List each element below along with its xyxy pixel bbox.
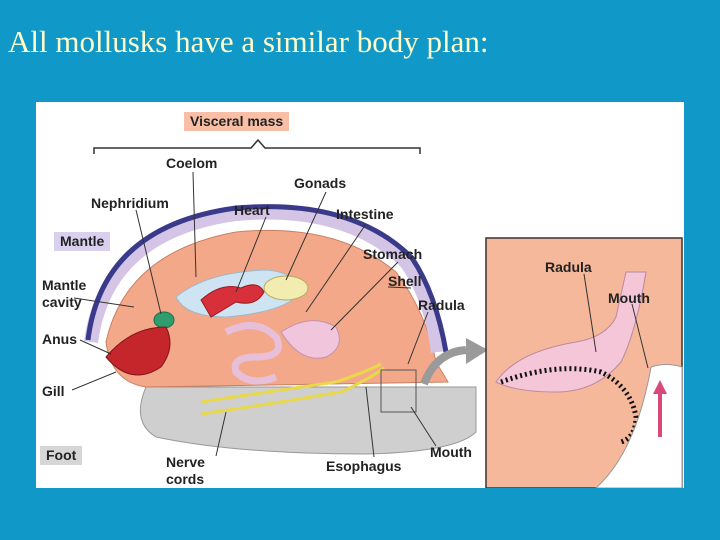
mantle-layer — [84, 205, 445, 353]
zoom-arrow-head — [466, 338, 488, 364]
foot-shape — [139, 386, 477, 455]
shell-band — [85, 204, 449, 353]
label-gonads: Gonads — [294, 175, 347, 191]
heart-shape — [200, 284, 265, 318]
visceral-mass-shape — [105, 229, 449, 388]
gonads-shape — [263, 275, 309, 301]
label-mantle-cavity-line2: cavity — [42, 294, 82, 310]
label-mouth: Mouth — [430, 444, 472, 460]
label-gill: Gill — [42, 383, 65, 399]
label-shell: Shell — [388, 273, 422, 289]
slide-title: All mollusks have a similar body plan: — [8, 24, 489, 59]
mollusk-body-plan-figure: Visceral mass Coelom Gonads Nephridium H… — [36, 102, 684, 488]
inset-motion-arrow-head — [653, 380, 667, 394]
label-heart: Heart — [234, 202, 270, 218]
inset-label-mouth: Mouth — [608, 290, 650, 306]
label-mantle: Mantle — [54, 232, 111, 251]
nerve-cords — [200, 362, 385, 416]
label-coelom: Coelom — [166, 155, 218, 171]
label-intestine: Intestine — [336, 206, 394, 222]
label-nephridium: Nephridium — [91, 195, 169, 211]
label-mantle-cavity-line1: Mantle — [42, 277, 87, 293]
mollusk-anatomy-drawing — [71, 138, 683, 488]
inset-radula-shape — [495, 271, 647, 393]
nephridium-shape — [153, 311, 175, 329]
mouth-detail-box — [380, 369, 417, 413]
label-radula: Radula — [418, 297, 465, 313]
leader-lines — [71, 171, 649, 458]
label-esophagus: Esophagus — [326, 458, 402, 474]
label-visceral-mass: Visceral mass — [184, 112, 290, 131]
label-nerve-cords-line1: Nerve — [166, 454, 205, 470]
label-nerve-cords-line2: cords — [166, 471, 205, 487]
label-anus: Anus — [42, 331, 77, 347]
inset-label-radula: Radula — [545, 259, 592, 275]
zoom-arrow — [420, 346, 467, 386]
intestine-coils — [224, 322, 282, 385]
gill-shape — [105, 326, 171, 376]
stomach-shape — [280, 320, 340, 359]
visceral-mass-brace — [93, 138, 421, 154]
label-foot: Foot — [40, 446, 83, 465]
label-stomach: Stomach — [363, 246, 423, 262]
